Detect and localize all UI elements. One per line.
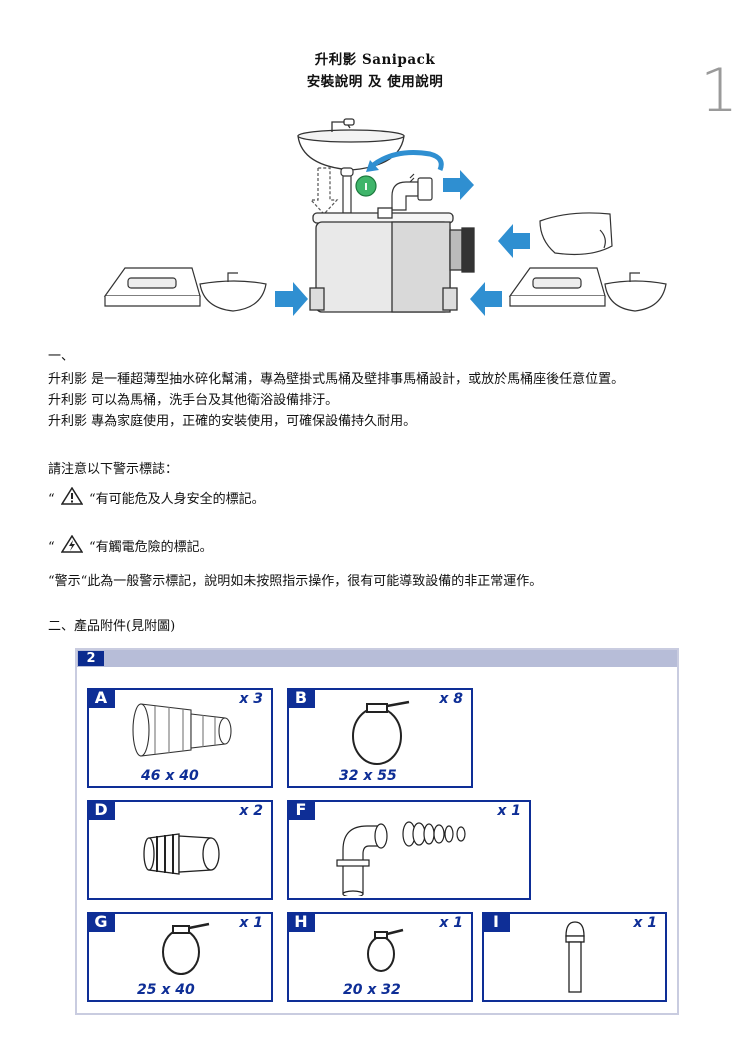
document-title: 升利影 Sanipack [314, 52, 436, 68]
hose-clamp-icon [162, 922, 210, 975]
accessories-figure: 2 A x 3 46 x 40 B x 8 32 x 55 [75, 648, 679, 1015]
shower-tray-left-icon [103, 267, 201, 307]
accessory-card-d: D x 2 [87, 800, 273, 900]
accessory-letter: F [287, 800, 315, 820]
figure-number: 2 [78, 651, 104, 666]
accessory-letter: I [482, 912, 510, 932]
rotation-arrow-icon [370, 150, 444, 171]
accessory-card-b: B x 8 32 x 55 [287, 688, 473, 788]
outlet-arrow-icon [443, 170, 474, 200]
inlet-left-arrow-icon [275, 282, 308, 316]
installation-illustration: I [103, 118, 667, 316]
accessory-dimension: 20 x 32 [343, 982, 401, 998]
wc-arrow-icon [498, 224, 530, 258]
elbow-connector-set-icon [336, 821, 466, 896]
accessory-dimension: 32 x 55 [339, 768, 397, 784]
intro-line-1: 升利影 是一種超薄型抽水碎化幫浦，專為壁掛式馬桶及壁排事馬桶設計，或放於馬桶座後… [48, 372, 625, 387]
shower-tray-right-icon [508, 267, 606, 307]
accessory-dimension: 25 x 40 [137, 982, 195, 998]
valve-icon [355, 175, 377, 197]
warning-item-danger: “ “有可能危及人身安全的標記。 [48, 487, 265, 507]
accessory-card-f: F x 1 [287, 800, 531, 900]
washbasin-left-icon [199, 272, 267, 312]
accessory-letter: A [87, 688, 115, 708]
accessories-heading: 二、產品附件(見附圖) [48, 619, 176, 634]
figure-top-bar [77, 650, 677, 667]
outlet-elbow-icon [391, 173, 433, 211]
stepped-coupling-icon [143, 833, 220, 875]
intro-line-3: 升利影 專為家庭使用，正確的安裝使用，可確保設備持久耐用。 [48, 414, 417, 429]
accessory-dimension: 46 x 40 [141, 768, 199, 784]
svg-text:I: I [364, 182, 368, 193]
hose-clamp-icon [367, 928, 404, 972]
accessory-card-a: A x 3 46 x 40 [87, 688, 273, 788]
inlet-right-lower-arrow-icon [470, 282, 502, 316]
accessory-qty: x 1 [497, 803, 521, 819]
hose-clamp-icon [352, 700, 410, 765]
warning-item-electric: “ “有觸電危險的標記。 [48, 535, 213, 555]
accessory-letter: D [87, 800, 115, 820]
accessory-qty: x 1 [239, 915, 263, 931]
section-one-mark: 一、 [48, 349, 75, 364]
warning-triangle-icon [60, 487, 83, 505]
page-number: 1 [700, 56, 739, 126]
accessory-letter: H [287, 912, 315, 932]
accessory-qty: x 2 [239, 803, 263, 819]
vent-pipe-icon [342, 172, 352, 214]
accessory-letter: B [287, 688, 315, 708]
accessory-card-g: G x 1 25 x 40 [87, 912, 273, 1002]
accessory-card-h: H x 1 20 x 32 [287, 912, 473, 1002]
accessory-qty: x 1 [439, 915, 463, 931]
accessory-qty: x 8 [439, 691, 463, 707]
accessory-letter: G [87, 912, 115, 932]
accessory-card-i: I x 1 [482, 912, 667, 1002]
wall-toilet-icon [539, 212, 613, 256]
accessory-qty: x 3 [239, 691, 263, 707]
warning-item-general: “警示“此為一般警示標記，說明如未按照指示操作，很有可能導致設備的非正常運作。 [48, 574, 543, 589]
warning-item-electric-text: “有觸電危險的標記。 [88, 540, 213, 555]
accessory-qty: x 1 [633, 915, 657, 931]
document-subtitle: 安裝說明 及 使用說明 [306, 74, 444, 90]
open-quote: “ [48, 540, 55, 555]
vent-valve-icon [565, 921, 585, 993]
reducer-sleeve-icon [132, 703, 232, 757]
open-quote: “ [48, 492, 55, 507]
intro-line-2: 升利影 可以為馬桶，洗手台及其他衛浴設備排汙。 [48, 393, 339, 408]
washbasin-right-icon [604, 272, 667, 312]
washbasin-top-icon [297, 118, 405, 171]
warning-item-danger-text: “有可能危及人身安全的標記。 [88, 492, 265, 507]
warning-heading: 請注意以下警示標誌： [48, 462, 179, 477]
electric-hazard-icon [60, 535, 83, 553]
pump-unit-icon [309, 207, 475, 313]
drain-down-arrow-icon [309, 167, 339, 215]
